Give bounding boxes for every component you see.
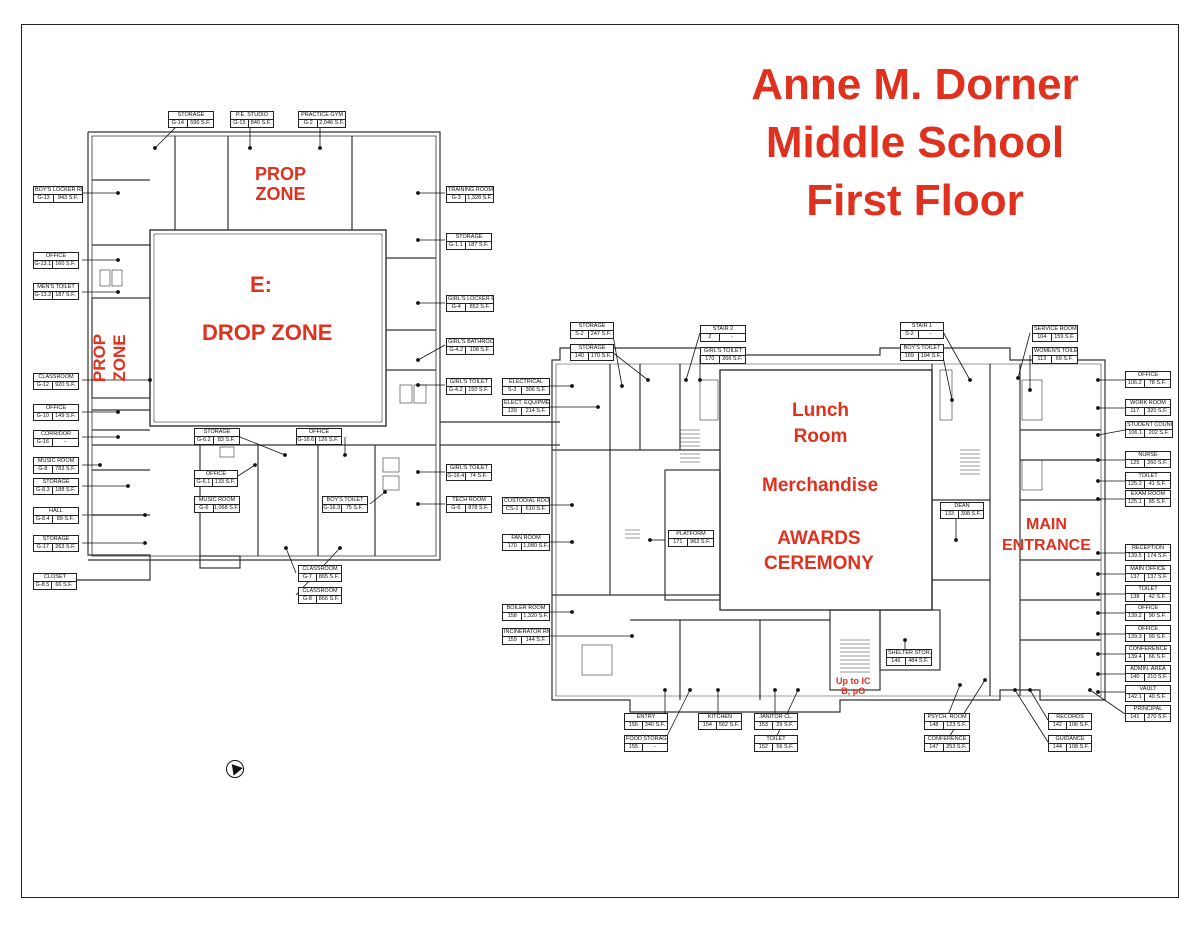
title-line-1: Anne M. Dorner: [751, 60, 1079, 109]
drop-zone-letter: E:: [250, 272, 272, 297]
main-entrance-label: MAIN ENTRANCE: [1002, 516, 1091, 554]
left-wing-outline: [38, 131, 441, 581]
awards-ceremony-label: AWARDS CEREMONY: [764, 528, 874, 574]
lunch-room-label: Lunch Room: [792, 400, 849, 447]
drop-zone-label: DROP ZONE: [202, 320, 333, 345]
north-arrow-icon: [226, 760, 244, 778]
title-line-2: Middle School: [765, 118, 1065, 167]
room-label: ELECT. EQUIPMENT139214 S.F.: [502, 399, 550, 416]
map-frame: [21, 24, 1179, 898]
prop-zone-top-label: PROP ZONE: [255, 164, 307, 204]
corridor-connector: [440, 421, 560, 446]
prop-zone-left-label: PROP ZONE: [90, 333, 130, 383]
up-to-ic-label: Up to IC B, pO: [836, 676, 871, 696]
title-line-3: First Floor: [806, 176, 1024, 225]
merchandise-label: Merchandise: [762, 475, 879, 496]
map-title: Anne M. Dorner Middle School First Floor: [700, 56, 1130, 230]
